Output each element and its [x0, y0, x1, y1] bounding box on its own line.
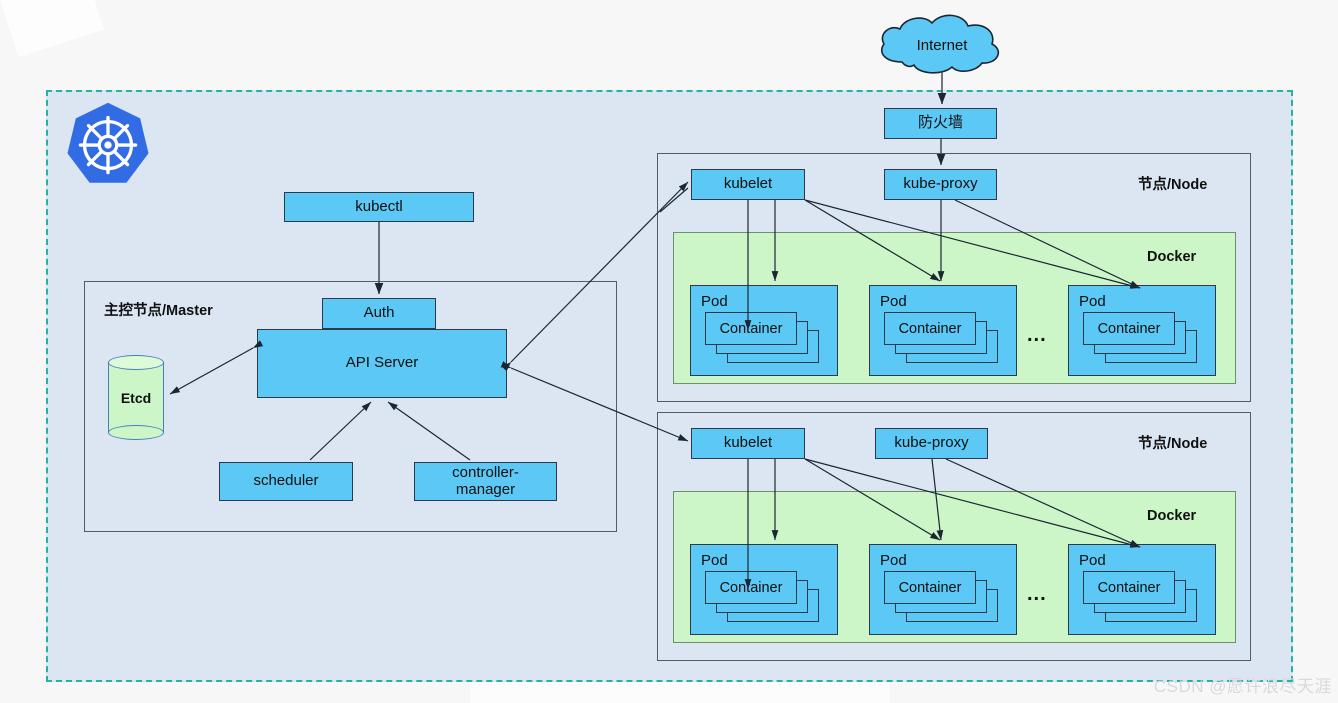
node-1-pod-3-container-stack[interactable]: Container — [1083, 312, 1201, 364]
node-1-pod-1[interactable]: Pod Container — [690, 285, 838, 376]
background-artifact — [0, 0, 105, 58]
node-1-pod-1-container-stack[interactable]: Container — [705, 312, 823, 364]
controller-manager-label-line1: controller- — [452, 463, 519, 481]
api-server-box[interactable]: API Server — [257, 329, 507, 398]
node-2-pod-1-container-stack[interactable]: Container — [705, 571, 823, 623]
kubectl-box[interactable]: kubectl — [284, 192, 474, 222]
etcd-body — [108, 362, 164, 433]
node-2-pods-ellipsis: ... — [1027, 583, 1047, 605]
firewall-box[interactable]: 防火墙 — [884, 108, 997, 139]
container-card-front: Container — [705, 571, 797, 604]
node-1-pods-ellipsis: ... — [1027, 324, 1047, 346]
node-1-pod-3-label: Pod — [1079, 293, 1106, 310]
node-panel-2 — [657, 412, 1251, 661]
master-panel-label: 主控节点/Master — [104, 303, 213, 319]
node-1-pod-3[interactable]: Pod Container — [1068, 285, 1216, 376]
auth-box[interactable]: Auth — [322, 298, 436, 329]
internet-label: Internet — [916, 36, 968, 54]
controller-manager-box[interactable]: controller- manager — [414, 462, 557, 501]
container-card-front: Container — [705, 312, 797, 345]
node-2-pod-1-label: Pod — [701, 552, 728, 569]
kubernetes-logo — [62, 100, 154, 192]
node-panel-2-label: 节点/Node — [1138, 436, 1208, 452]
scheduler-box[interactable]: scheduler — [219, 462, 353, 501]
node-2-pod-3-label: Pod — [1079, 552, 1106, 569]
node-1-pod-2[interactable]: Pod Container — [869, 285, 1017, 376]
node-panel-1-label: 节点/Node — [1138, 177, 1208, 193]
node-2-pod-2-label: Pod — [880, 552, 907, 569]
node-2-pod-2[interactable]: Pod Container — [869, 544, 1017, 635]
node-2-pod-2-container-stack[interactable]: Container — [884, 571, 1002, 623]
node-1-kube-proxy-box[interactable]: kube-proxy — [884, 169, 997, 200]
node-1-kubelet-box[interactable]: kubelet — [691, 169, 805, 200]
etcd-cylinder[interactable]: Etcd — [108, 355, 164, 440]
node-2-pod-3-container-stack[interactable]: Container — [1083, 571, 1201, 623]
node-2-docker-label: Docker — [1147, 508, 1197, 524]
node-1-pod-2-label: Pod — [880, 293, 907, 310]
controller-manager-label-line2: manager — [455, 480, 516, 498]
node-2-kube-proxy-box[interactable]: kube-proxy — [875, 428, 988, 459]
node-2-pod-1[interactable]: Pod Container — [690, 544, 838, 635]
watermark: CSDN @愿许浪尽天涯 — [1153, 677, 1332, 696]
container-card-front: Container — [1083, 312, 1175, 345]
node-2-pod-3[interactable]: Pod Container — [1068, 544, 1216, 635]
container-card-front: Container — [884, 571, 976, 604]
etcd-top — [108, 355, 164, 370]
container-card-front: Container — [884, 312, 976, 345]
internet-cloud: Internet — [872, 12, 1012, 78]
container-card-front: Container — [1083, 571, 1175, 604]
etcd-bottom — [108, 425, 164, 440]
node-1-pod-1-label: Pod — [701, 293, 728, 310]
node-1-docker-label: Docker — [1147, 249, 1197, 265]
node-1-pod-2-container-stack[interactable]: Container — [884, 312, 1002, 364]
node-2-kubelet-box[interactable]: kubelet — [691, 428, 805, 459]
etcd-label: Etcd — [120, 389, 152, 406]
